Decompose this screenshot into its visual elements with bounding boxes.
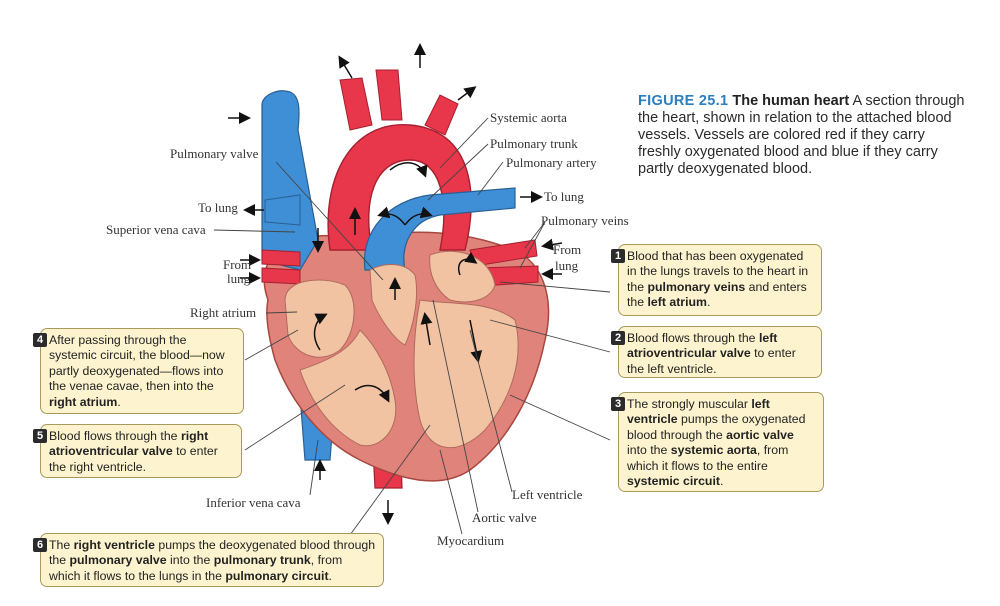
step-number: 6 (33, 538, 47, 552)
step-text: The strongly muscular left ventricle pum… (627, 397, 805, 488)
step-text-run: to enter the left ventricle. (627, 346, 796, 376)
step-text: Blood that has been oxygenated in the lu… (627, 249, 808, 309)
flow-arrow (469, 319, 483, 363)
step-keyword: aortic valve (726, 427, 794, 442)
callout-step-2: 2 Blood flows through the left atriovent… (611, 326, 822, 378)
label-to-lung-left: To lung (198, 200, 238, 215)
step-text-run: pumps the oxygenated blood through the (627, 412, 806, 442)
step-text-run: . (328, 568, 332, 583)
label-from-lung-right-2: lung (555, 258, 579, 273)
step-text-run: Blood flows through the (627, 331, 759, 345)
label-systemic-aorta: Systemic aorta (490, 110, 567, 125)
flow-arrow (420, 312, 433, 346)
label-right-atrium: Right atrium (190, 305, 257, 320)
step-text-run: into the (627, 443, 671, 458)
figure-caption: FIGURE 25.1 The human heart A section th… (638, 93, 968, 178)
step-keyword: systemic circuit (627, 474, 720, 489)
step-text-run: into the (166, 553, 214, 568)
label-aortic-valve: Aortic valve (472, 510, 537, 525)
label-inferior-vena-cava: Inferior vena cava (206, 495, 301, 510)
flow-arrow (377, 206, 406, 226)
label-myocardium: Myocardium (437, 533, 505, 548)
step-keyword: pulmonary valve (69, 553, 167, 568)
step-number: 4 (33, 333, 47, 347)
step-keyword: systemic aorta (670, 443, 757, 458)
step-number: 2 (611, 331, 625, 345)
left-ventricle-chamber (413, 299, 519, 449)
step-text-run: The (49, 538, 74, 552)
figure-number: FIGURE 25.1 (638, 93, 729, 109)
callout-step-6: 6 The right ventricle pumps the deoxygen… (33, 533, 384, 587)
step-keyword: pulmonary circuit (225, 568, 329, 583)
step-text: Blood flows through the left atrioventri… (627, 331, 796, 376)
step-number: 1 (611, 249, 625, 263)
step-text-run: pumps the deoxygenated blood through the (49, 538, 376, 568)
step-keyword: right atrium (49, 394, 118, 409)
aortic-branch-2 (375, 69, 403, 121)
step-text-run: . (117, 394, 121, 409)
pulmonary-trunk (363, 187, 516, 271)
step-keyword: pulmonary trunk (213, 553, 311, 568)
systemic-aorta (327, 124, 472, 251)
label-superior-vena-cava: Superior vena cava (106, 222, 206, 237)
callout-step-5: 5 Blood flows through the right atrioven… (33, 424, 242, 478)
step-text-run: After passing through the systemic circu… (49, 333, 225, 394)
step-text-run: , from which it flows to the entire (627, 443, 789, 473)
step-text-run: and enters the (627, 279, 807, 310)
step-keyword: right atrioventricular valve (49, 429, 209, 459)
step-text: After passing through the systemic circu… (49, 333, 225, 409)
step-number: 5 (33, 429, 47, 443)
pulmonary-vein-left-upper (261, 249, 301, 267)
flow-arrow (338, 55, 353, 79)
aortic-branch-1 (339, 77, 373, 131)
step-keyword: left ventricle (627, 397, 770, 427)
pulmonary-vein-left-lower (261, 267, 301, 285)
callout-step-3: 3 The strongly muscular left ventricle p… (611, 392, 824, 492)
label-pulmonary-artery: Pulmonary artery (506, 155, 597, 170)
septum-chamber (369, 264, 418, 346)
step-keyword: left atrium (647, 295, 707, 310)
flow-arrow (313, 313, 328, 351)
step-text-run: . (706, 295, 711, 310)
pulmonary-artery-left (264, 194, 301, 226)
step-text-run: Blood flows through the (49, 429, 181, 443)
label-from-lung-left-1: From (223, 257, 252, 272)
callout-step-1: 1 Blood that has been oxygenated in the … (611, 244, 822, 316)
flow-arrow (354, 384, 390, 403)
label-left-ventricle: Left ventricle (512, 487, 583, 502)
step-text-run: , from which it flows to the lungs in th… (49, 553, 343, 583)
flow-arrow (457, 86, 477, 101)
right-ventricle-chamber (299, 329, 397, 447)
step-keyword: right ventricle (73, 538, 155, 552)
flow-arrow (541, 238, 563, 251)
flow-arrow (404, 206, 433, 226)
leader-lines (213, 117, 611, 536)
label-pulmonary-valve: Pulmonary valve (170, 146, 259, 161)
step-text-run: . (719, 474, 724, 489)
step-text-run: The strongly muscular (627, 397, 752, 411)
superior-vena-cava (261, 90, 319, 271)
label-to-lung-right: To lung (544, 189, 584, 204)
step-text: The right ventricle pumps the deoxygenat… (49, 538, 375, 583)
figure-title: The human heart (732, 93, 850, 109)
aortic-branch-3 (424, 94, 459, 136)
step-text: Blood flows through the right atrioventr… (49, 429, 218, 474)
callout-step-4: 4 After passing through the systemic cir… (33, 328, 244, 414)
flow-arrow (458, 251, 478, 276)
label-pulmonary-trunk: Pulmonary trunk (490, 136, 578, 151)
step-text-run: Blood that has been oxygenated in the lu… (627, 249, 809, 294)
label-from-lung-left-2: lung (227, 271, 251, 286)
step-number: 3 (611, 397, 625, 411)
figure-caption-text: A section through the heart, shown in re… (638, 93, 965, 177)
step-keyword: left atrioventricular valve (627, 331, 778, 361)
label-pulmonary-veins: Pulmonary veins (541, 213, 629, 228)
flow-arrow (389, 162, 428, 178)
step-text-run: to enter the right ventricle. (49, 444, 218, 474)
step-keyword: pulmonary veins (647, 279, 746, 294)
label-from-lung-right-1: From (553, 242, 582, 257)
